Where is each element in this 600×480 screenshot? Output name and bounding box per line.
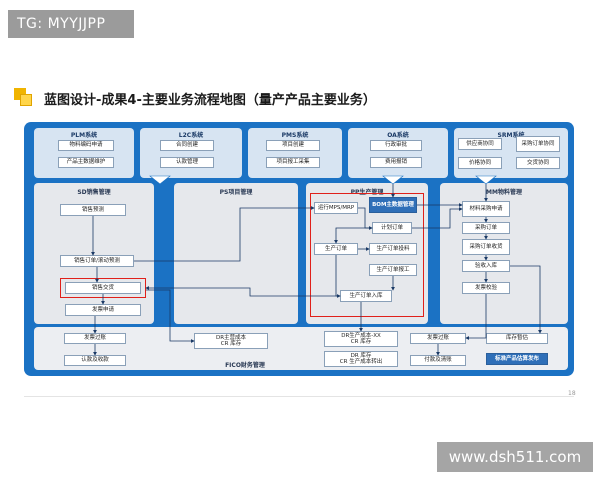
plm-system-title: PLM系统 [70, 132, 98, 139]
title-bullet-icon [14, 88, 32, 106]
srm-item-po-collab[interactable]: 采购订单协同 [516, 136, 560, 152]
watermark-tag: TG: MYYJJPP [8, 10, 134, 38]
sd-node-sales-delivery[interactable]: 销售交货 [65, 282, 141, 294]
edge-delivery-to-dr-cost [146, 289, 195, 343]
lane-sd-title: SD销售管理 [77, 189, 111, 196]
lane-divider-1 [154, 183, 162, 324]
sd-node-sales-order[interactable]: 销售订单/滚动预测 [60, 255, 134, 267]
l2c-item-payment-recognition[interactable]: 认款管理 [160, 157, 214, 168]
lane-ps-title: PS项目管理 [219, 189, 253, 196]
pms-system-title: PMS系统 [281, 132, 309, 139]
pp-highlight-box [310, 193, 424, 317]
lane-ps: PS项目管理 [174, 183, 298, 324]
pms-item-project-create[interactable]: 项目创建 [266, 140, 320, 151]
lane-mm-title: MM物料管理 [486, 189, 522, 196]
edge-planned-to-pr [412, 207, 463, 229]
pp-node-planned-order[interactable]: 计划订单 [372, 222, 412, 234]
edge-prod-order-to-receipt [335, 255, 341, 298]
fico-node-dr-main-cost[interactable]: DR主营成本 CR 库存 [194, 333, 268, 349]
edge-mps-to-planned [358, 207, 373, 230]
oa-system-title: OA系统 [387, 132, 409, 139]
srm-item-price-collab[interactable]: 价格协同 [458, 157, 502, 169]
pp-node-production-order[interactable]: 生产订单 [314, 243, 358, 255]
lane-pp-title: PP生产管理 [350, 189, 384, 196]
srm-item-delivery-collab[interactable]: 交货协同 [516, 157, 560, 169]
srm-system-title: SRM系统 [497, 132, 525, 139]
pms-system-box: PMS系统 [248, 128, 342, 178]
lane-fico-title: FICO财务管理 [225, 362, 265, 369]
pp-node-order-confirmation[interactable]: 生产订单报工 [369, 264, 417, 276]
plm-item-product-master[interactable]: 产品主数据维护 [58, 157, 114, 168]
plm-item-material-code[interactable]: 物料编码申请 [58, 140, 114, 151]
lane-divider-2 [428, 183, 436, 324]
edge-invoice-verif-to-fico [465, 294, 487, 340]
fico-node-inventory-accrual[interactable]: 库存暂估 [486, 333, 548, 344]
footer-rule [24, 396, 574, 397]
systems-down-arrow-3 [475, 175, 497, 185]
edge-inspection-to-accrual [510, 265, 542, 334]
l2c-item-contract-create[interactable]: 合同创建 [160, 140, 214, 151]
systems-down-arrow-1 [149, 175, 171, 185]
slide-title: 蓝图设计-成果4-主要业务流程地图（量产产品主要业务） [44, 93, 376, 108]
pms-item-project-report[interactable]: 项目报工采集 [266, 157, 320, 168]
oa-item-admin-approval[interactable]: 行政审批 [370, 140, 422, 151]
oa-item-expense-reimburse[interactable]: 费用报销 [370, 157, 422, 168]
l2c-system-title: L2C系统 [178, 132, 204, 139]
fico-node-dr-production-cost[interactable]: DR生产成本-XX CR 库存 [324, 331, 398, 347]
edge-receipt-to-delivery [145, 286, 340, 297]
srm-item-supplier-collab[interactable]: 供应商协同 [458, 138, 502, 150]
fico-node-standard-cost-release[interactable]: 标准产品估算发布 [486, 353, 548, 365]
edge-planned-to-prod-order [334, 227, 372, 244]
fico-node-dr-inventory[interactable]: DR 库存 CR 生产成本转出 [324, 351, 398, 367]
systems-down-arrow-2 [382, 175, 404, 185]
page-number: 18 [568, 390, 576, 397]
sd-node-sales-forecast[interactable]: 销售预测 [60, 204, 126, 216]
watermark-site: www.dsh511.com [437, 442, 593, 472]
edge-salesorder-to-mps [134, 206, 315, 262]
oa-system-box: OA系统 [348, 128, 448, 178]
pp-node-order-goods-receipt[interactable]: 生产订单入库 [340, 290, 392, 302]
l2c-system-box: L2C系统 [140, 128, 242, 178]
plm-system-box: PLM系统 [34, 128, 134, 178]
